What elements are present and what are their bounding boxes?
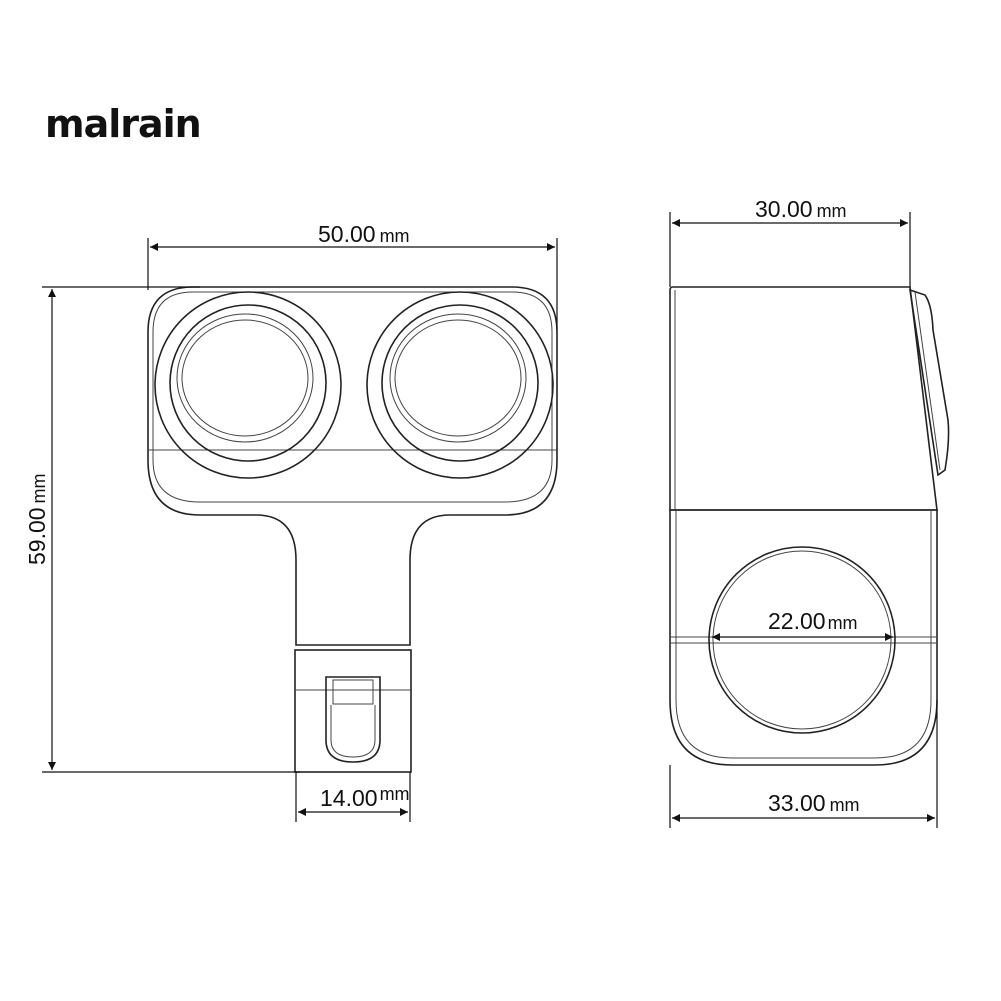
svg-text:50.00mm: 50.00mm (318, 221, 410, 247)
clip-latch (325, 676, 381, 763)
svg-text:14.00mm: 14.00mm (320, 784, 410, 811)
svg-text:59.00mm: 59.00mm (24, 473, 50, 565)
rocker-switch (909, 288, 950, 477)
svg-text:33.00mm: 33.00mm (768, 790, 860, 816)
socket-left (154, 291, 342, 479)
svg-text:22.00mm: 22.00mm (768, 608, 858, 634)
brand-logo: malrain (45, 102, 201, 146)
dim-front-height: 59.00mm (24, 286, 300, 773)
svg-text:30.00mm: 30.00mm (755, 196, 847, 222)
side-view (669, 286, 950, 766)
front-view (147, 286, 558, 773)
socket-right (366, 291, 554, 479)
